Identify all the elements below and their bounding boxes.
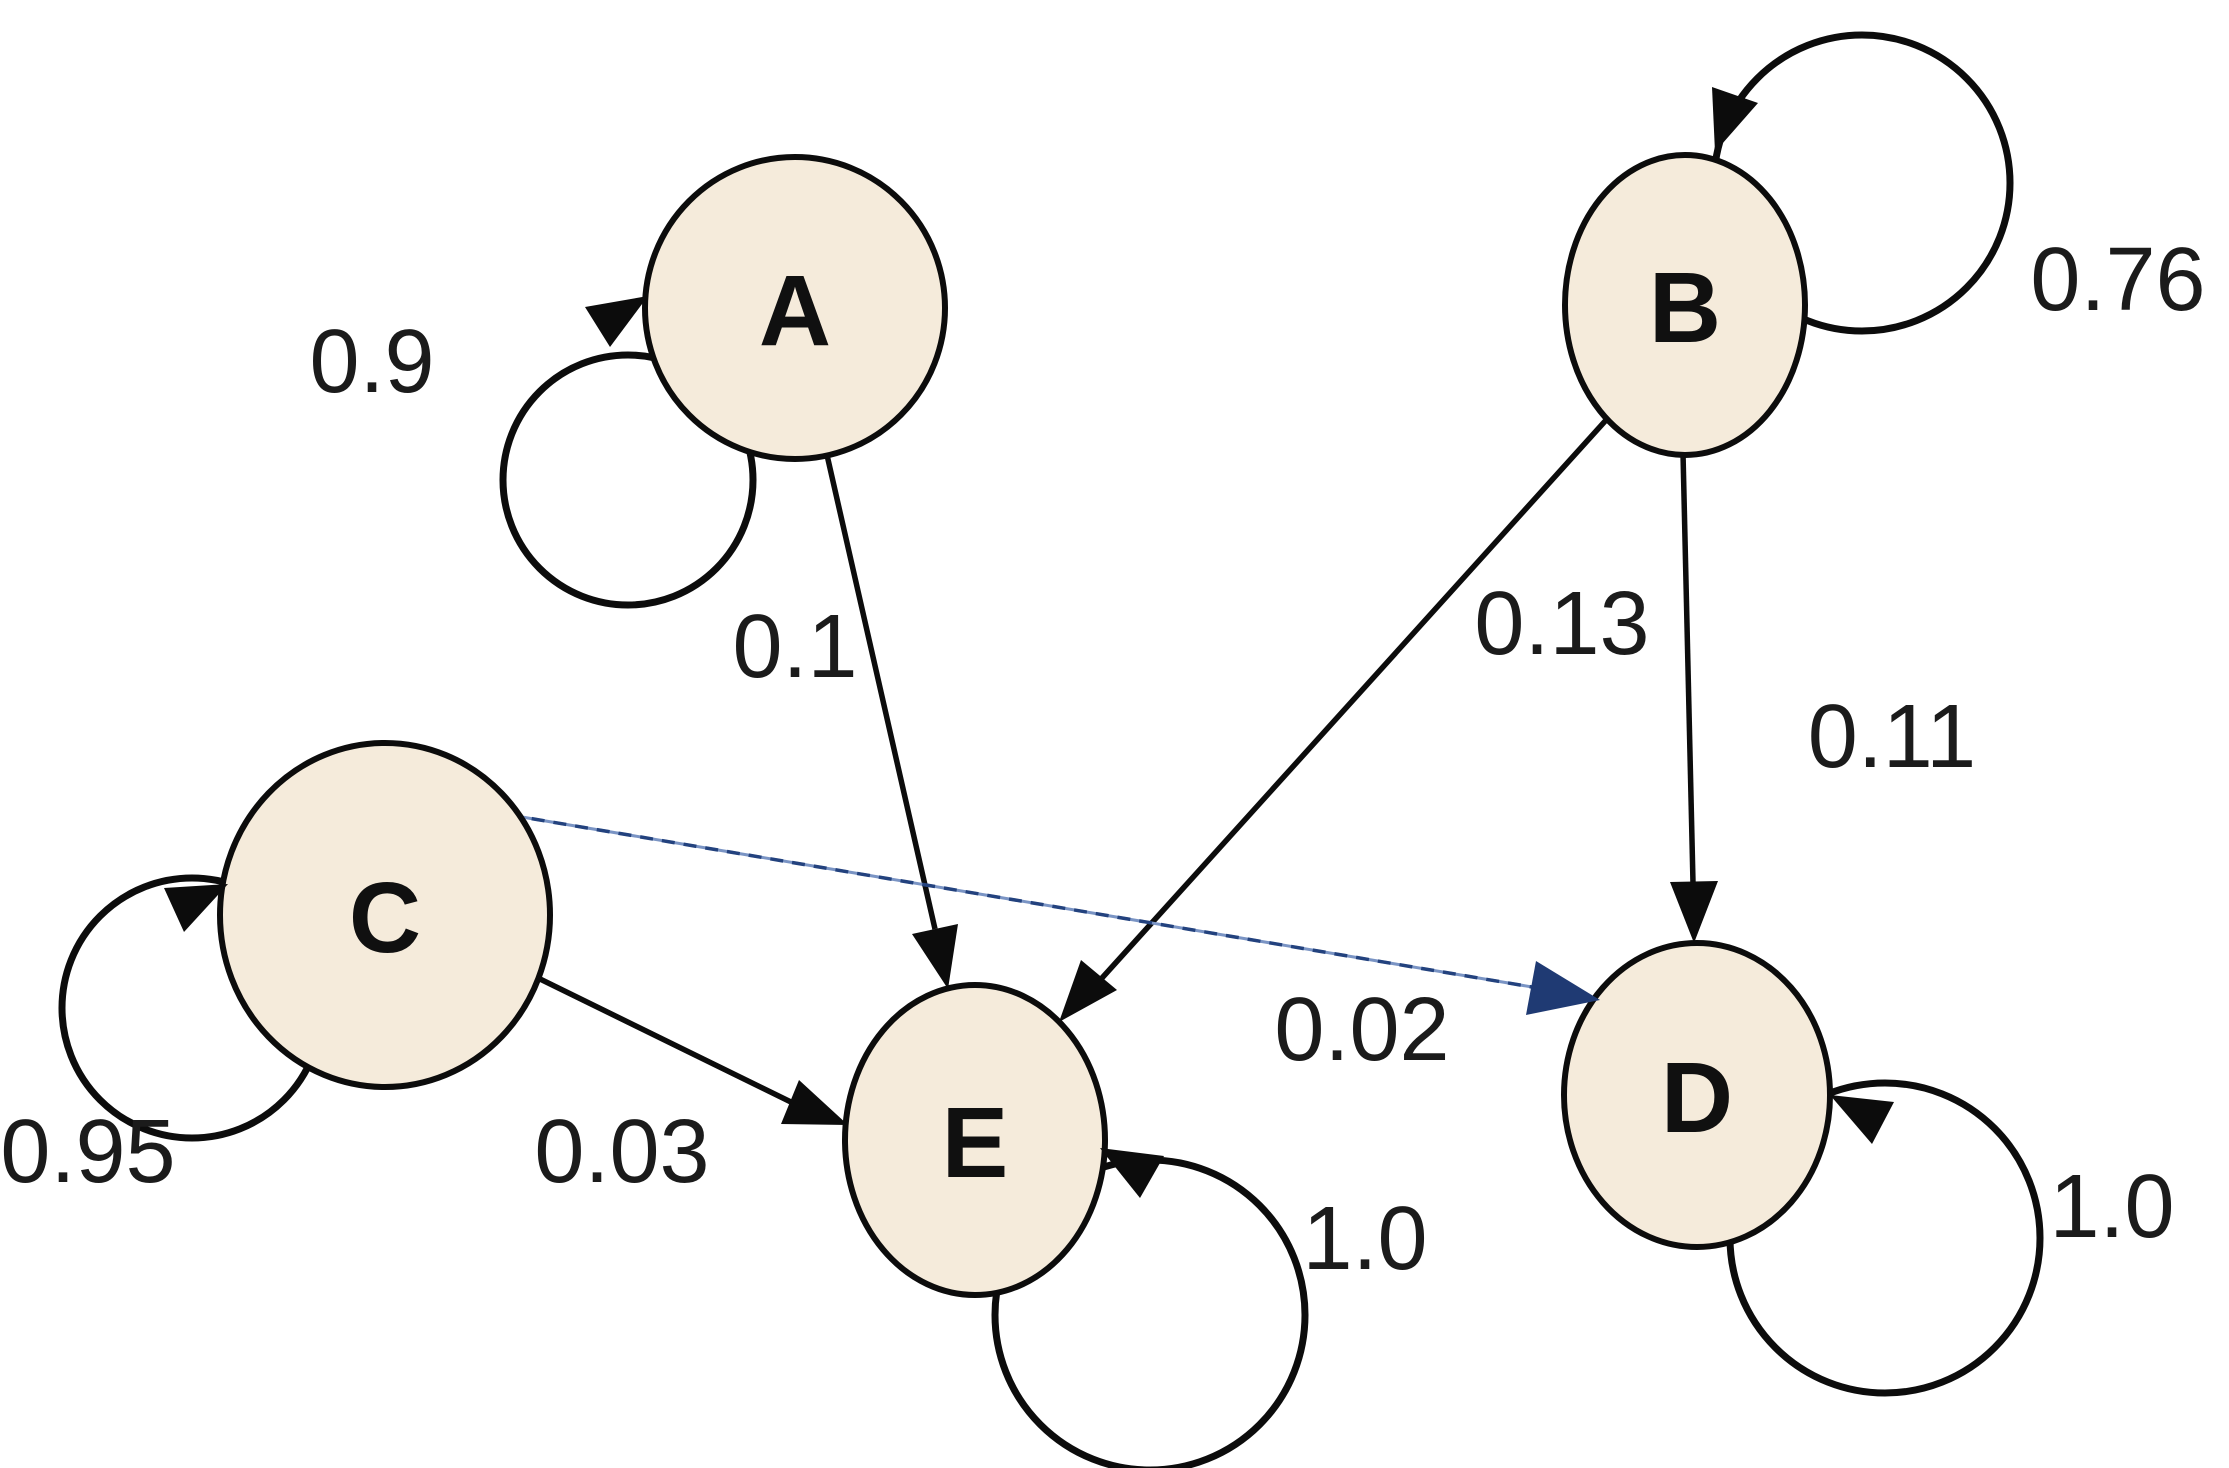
edge-c-to-e <box>536 975 797 1107</box>
edge-a-to-e-arrowhead <box>912 924 958 989</box>
edge-c-to-e-probability: 0.03 <box>534 1102 709 1202</box>
edge-b-to-e <box>1099 417 1610 980</box>
node-e-circle <box>842 982 1108 1298</box>
node-a-circle <box>642 154 948 462</box>
edge-c-to-e-arrowhead <box>781 1080 848 1125</box>
self-loop-a-probability: 0.9 <box>309 312 434 412</box>
self-loop-a <box>499 351 757 609</box>
edge-c-to-d <box>509 813 1539 990</box>
node-a-label: A <box>759 255 831 367</box>
edge-b-to-e-arrowhead <box>1059 960 1117 1022</box>
node-b-label: B <box>1649 252 1721 364</box>
state-nodes <box>217 152 1833 1298</box>
node-c-label: C <box>349 862 421 974</box>
node-e-label: E <box>942 1087 1009 1199</box>
edge-b-to-e-probability: 0.13 <box>1474 574 1649 674</box>
probability-labels: 0.9 0.76 0.95 1.0 1.0 0.1 0.13 0.11 0.03… <box>0 230 2205 1289</box>
self-loop-c-arrowhead <box>164 884 228 932</box>
arrowheads <box>164 87 1894 1198</box>
node-c-circle <box>217 740 553 1090</box>
edge-b-to-d <box>1680 452 1696 884</box>
self-loop-a-arrowhead <box>585 296 648 347</box>
node-b-circle <box>1562 152 1808 458</box>
node-labels: A B C D E <box>349 252 1733 1199</box>
edge-b-to-d-arrowhead <box>1670 881 1718 943</box>
self-loop-b-probability: 0.76 <box>2030 230 2205 330</box>
transition-edges <box>509 417 1696 1107</box>
node-d-label: D <box>1661 1042 1733 1154</box>
self-loop-e-probability: 1.0 <box>1302 1189 1427 1289</box>
self-loop-c-probability: 0.95 <box>0 1102 175 1202</box>
edge-a-to-e <box>824 454 938 930</box>
self-loop-d-probability: 1.0 <box>2049 1157 2174 1257</box>
edge-a-to-e-probability: 0.1 <box>732 597 857 697</box>
edge-c-to-d-arrowhead <box>1526 961 1600 1015</box>
self-loop-e-arrowhead <box>1100 1148 1164 1198</box>
edge-b-to-d-probability: 0.11 <box>1808 687 1977 787</box>
self-loop-b-arrowhead <box>1712 87 1758 152</box>
edge-c-to-d-probability: 0.02 <box>1274 980 1449 1080</box>
self-loop-d-arrowhead <box>1830 1095 1894 1144</box>
